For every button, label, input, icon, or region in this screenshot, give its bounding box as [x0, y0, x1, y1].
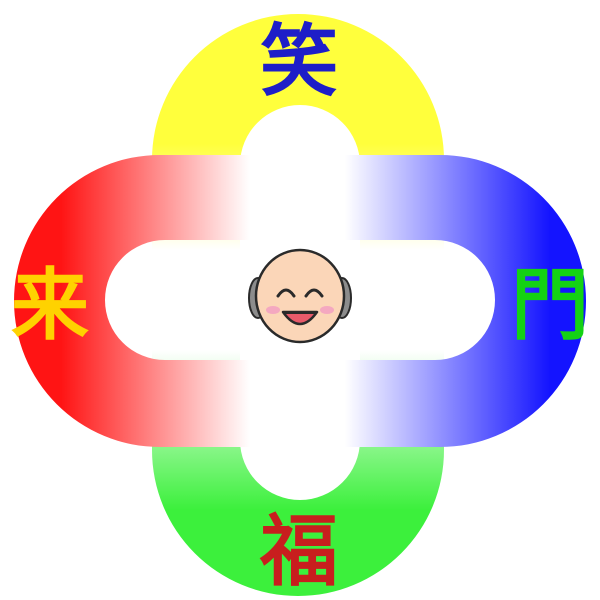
petal-right [345, 155, 586, 447]
face-eye-right [304, 288, 324, 298]
face-cheek-left [266, 306, 280, 314]
char-right: 門 [511, 261, 589, 351]
face-eye-left [276, 288, 296, 298]
face-cheek-right [320, 306, 334, 314]
char-top: 笑 [260, 17, 338, 107]
char-bottom: 福 [259, 507, 338, 597]
char-left: 来 [11, 261, 89, 351]
petal-left [14, 155, 250, 447]
face-head [254, 248, 346, 344]
smiling-bald-face-icon [248, 248, 352, 344]
face-mouth [281, 310, 319, 326]
